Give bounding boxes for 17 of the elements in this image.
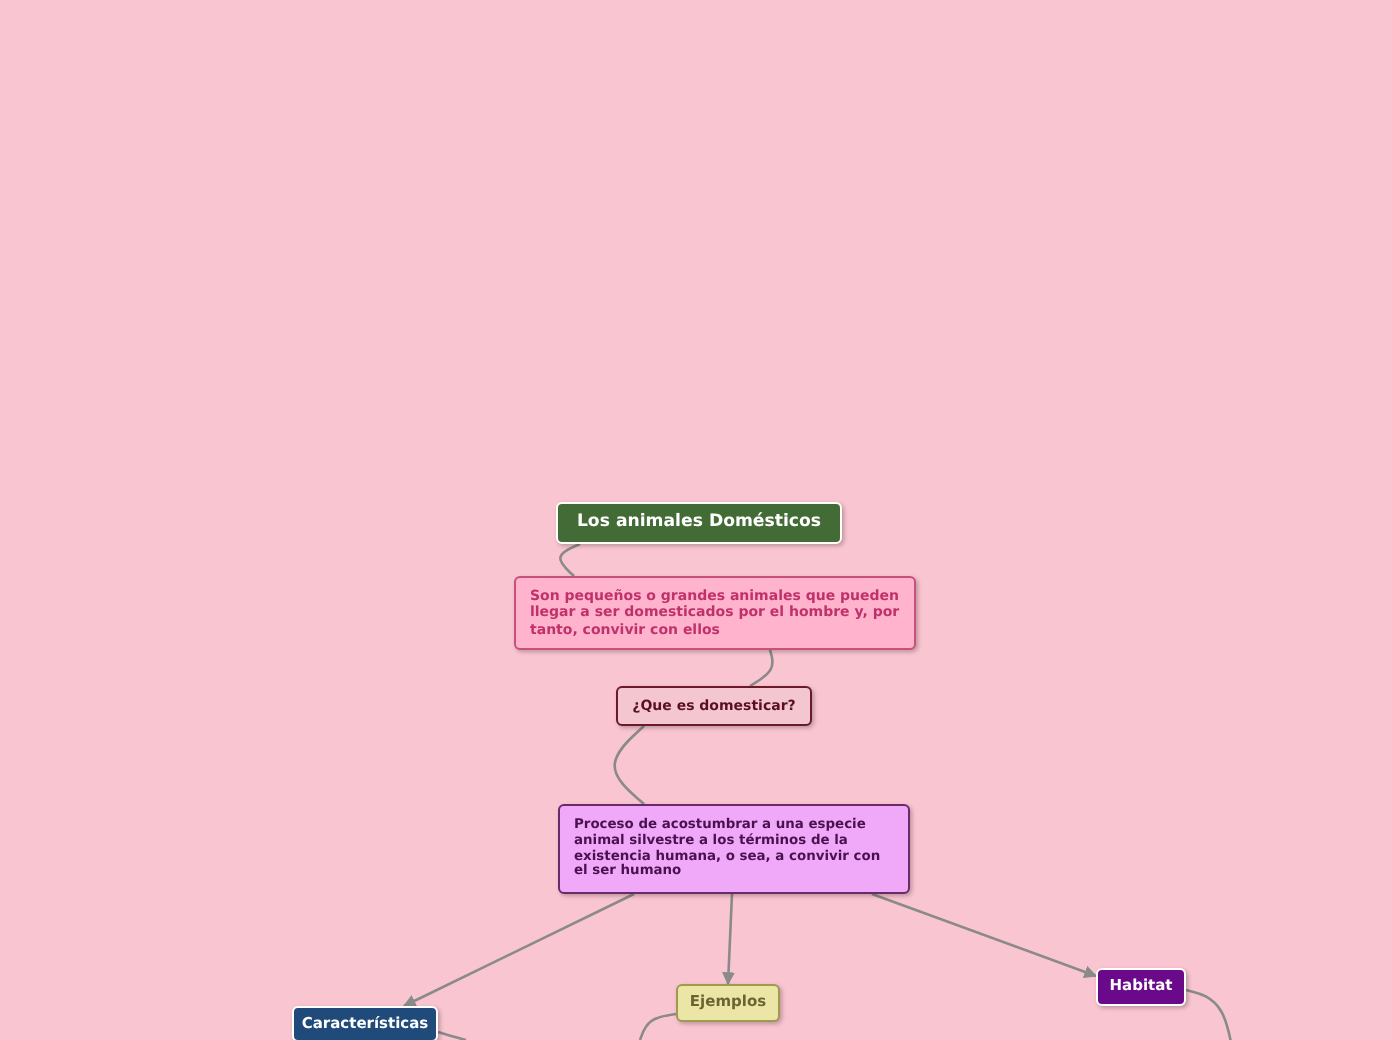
arrow (722, 893, 735, 986)
topic-box (292, 1006, 438, 1040)
topic-box (556, 502, 842, 544)
arrow (402, 892, 635, 1008)
connector-line (437, 1030, 467, 1040)
topic-box (514, 576, 916, 650)
topic-box (676, 984, 780, 1022)
arrow (871, 892, 1098, 979)
connector-line (749, 649, 774, 688)
connector-line (638, 1012, 677, 1040)
topic-box (1096, 968, 1186, 1006)
topic-text: Los animales Domésticos (576, 513, 822, 533)
connector-line (613, 725, 645, 805)
topic-box (558, 804, 910, 894)
topic-box (616, 686, 812, 726)
connector-line (559, 542, 581, 577)
connector-line (1185, 988, 1238, 1040)
